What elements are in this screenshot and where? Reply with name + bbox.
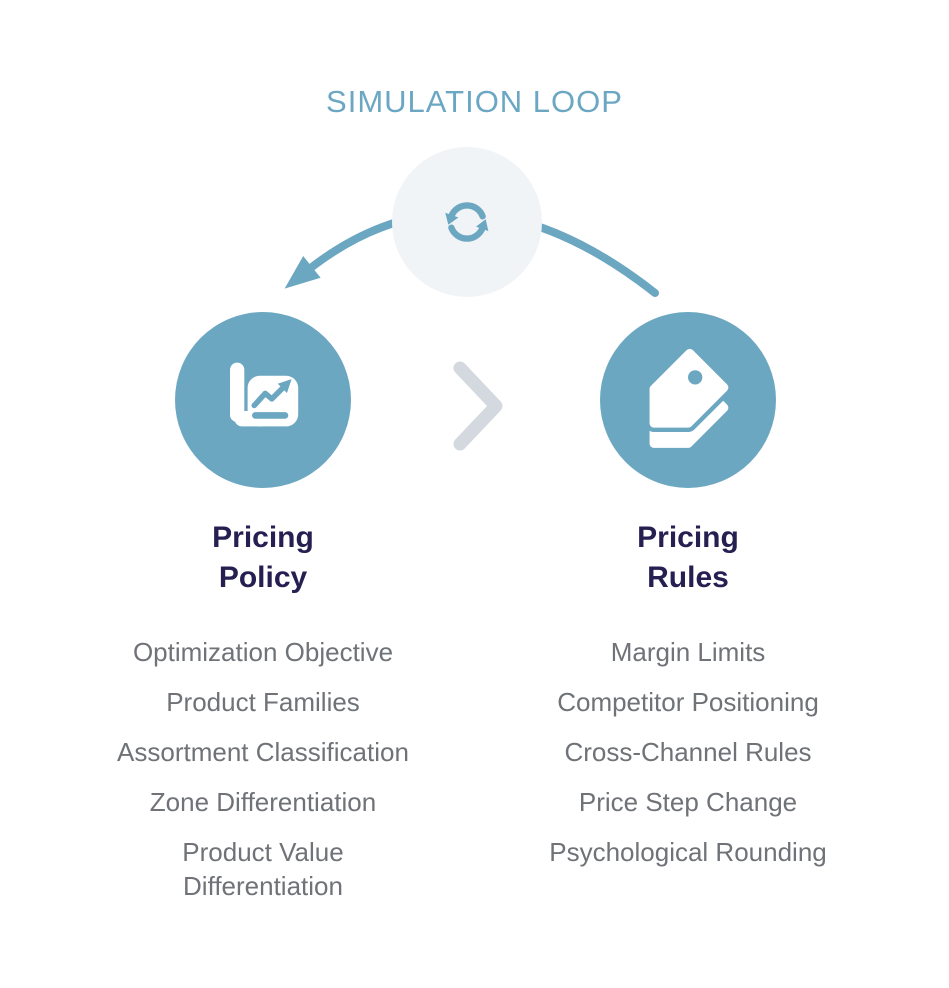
list-item: Optimization Objective bbox=[132, 637, 394, 667]
loop-refresh-circle bbox=[392, 147, 542, 297]
list-item: Product Families bbox=[166, 687, 360, 717]
list-item: Psychological Rounding bbox=[549, 837, 827, 867]
list-item: Price Step Change bbox=[578, 787, 798, 817]
list-item: Zone Differentiation bbox=[149, 787, 377, 817]
chevron-right-icon bbox=[452, 360, 504, 457]
refresh-icon bbox=[445, 202, 489, 242]
rules-node-label: Pricing Rules bbox=[637, 521, 739, 594]
diagram-title: SIMULATION LOOP bbox=[326, 84, 623, 119]
policy-node-label: Pricing Policy bbox=[212, 521, 314, 594]
list-item: Assortment Classification bbox=[117, 737, 409, 767]
list-item: Product Value Differentiation bbox=[182, 837, 344, 901]
report-chart-icon bbox=[230, 362, 299, 427]
rules-node-circle bbox=[600, 312, 776, 488]
policy-node-circle bbox=[175, 312, 351, 488]
list-item: Margin Limits bbox=[610, 637, 766, 667]
price-tags-icon bbox=[645, 345, 733, 448]
list-item: Competitor Positioning bbox=[557, 687, 819, 717]
list-item: Cross-Channel Rules bbox=[564, 737, 812, 767]
